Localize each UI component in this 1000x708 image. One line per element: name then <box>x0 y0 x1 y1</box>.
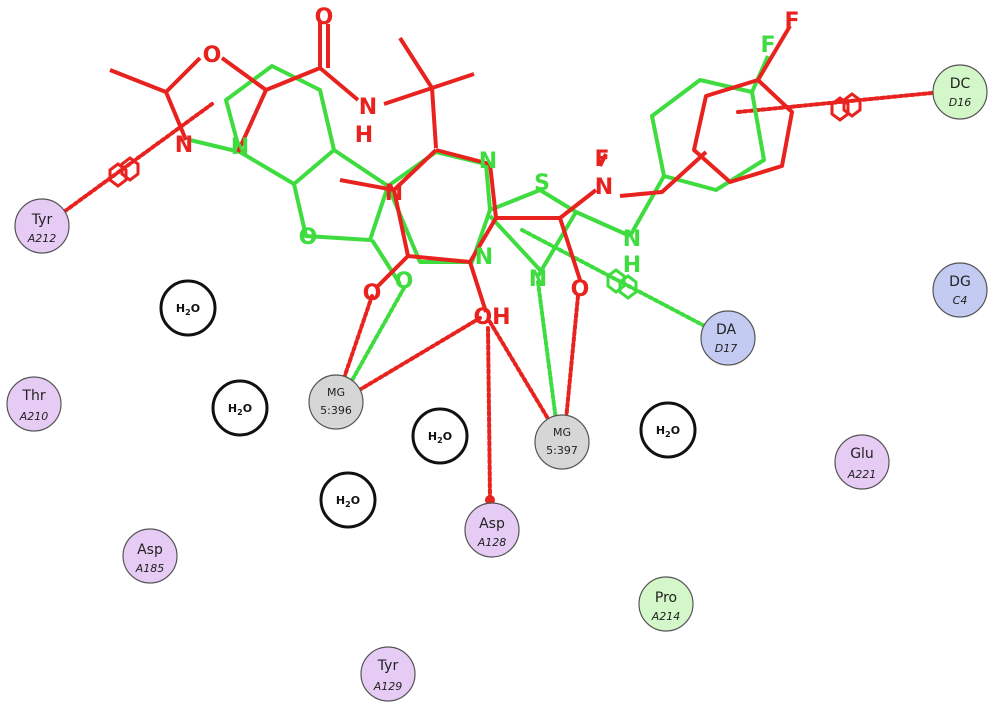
atom-o-mg-red: O <box>363 281 382 306</box>
water-3: H2O <box>411 407 469 465</box>
svg-text:Tyr: Tyr <box>377 658 399 674</box>
atom-n-center-red: N <box>385 181 403 206</box>
atom-o-ring: O <box>203 43 222 68</box>
coord-oh-mg396 <box>354 316 482 394</box>
atom-n-center-green: N <box>479 149 497 174</box>
residue-asp-a185: Asp A185 <box>122 528 178 584</box>
atom-oh-red: OH <box>473 305 510 330</box>
svg-text:Asp: Asp <box>137 542 163 558</box>
residue-tyr-a212: Tyr A212 <box>14 198 70 254</box>
water-molecules: H2O H2O H2O H2O H2O <box>159 279 697 529</box>
svg-text:MG: MG <box>553 426 571 439</box>
svg-text:H2O: H2O <box>228 402 252 417</box>
atom-f-red: F <box>784 9 799 34</box>
residue-da-d17: DA D17 <box>700 310 756 366</box>
svg-text:D16: D16 <box>949 96 971 109</box>
svg-text:A221: A221 <box>847 468 877 481</box>
svg-text:5:396: 5:396 <box>320 404 352 417</box>
atom-nh-h: H <box>355 123 373 148</box>
pi-interaction-tyr-a212 <box>48 102 214 224</box>
water-5: H2O <box>639 401 697 459</box>
svg-text:A129: A129 <box>373 680 403 693</box>
svg-text:Thr: Thr <box>21 388 45 404</box>
coord-o-mg396-green <box>348 286 406 386</box>
atom-s-green: S <box>534 171 550 196</box>
atom-f-green: F <box>760 33 775 58</box>
pi-ring-icon-da <box>606 268 638 300</box>
coord-oh-mg397 <box>488 320 552 424</box>
pi-ring-icon-tyr <box>108 156 140 188</box>
residue-dc-d16: DC D16 <box>932 64 988 120</box>
water-4: H2O <box>319 471 377 529</box>
svg-text:A210: A210 <box>19 410 49 423</box>
atom-n-right-red: N <box>595 175 613 200</box>
svg-text:MG: MG <box>327 386 345 399</box>
svg-text:Tyr: Tyr <box>31 212 53 228</box>
metal-mg-397: MG 5:397 <box>534 414 590 470</box>
atom-nh-green-h: H <box>623 253 641 278</box>
svg-text:DA: DA <box>716 322 737 338</box>
pi-ring-icons <box>108 92 862 300</box>
svg-text:A185: A185 <box>135 562 165 575</box>
svg-text:Pro: Pro <box>655 590 677 606</box>
svg-text:DG: DG <box>949 274 971 290</box>
atom-n-green-mid: N <box>475 245 493 270</box>
residue-dg-c4: DG C4 <box>932 262 988 318</box>
residue-asp-a128: Asp A128 <box>464 502 520 558</box>
residue-glu-a221: Glu A221 <box>834 434 890 490</box>
svg-text:Glu: Glu <box>850 446 874 462</box>
hbond-oh-asp-a128 <box>486 326 492 500</box>
svg-text:C4: C4 <box>953 294 968 307</box>
svg-text:A212: A212 <box>27 232 57 245</box>
svg-text:DC: DC <box>950 76 971 92</box>
residue-thr-a210: Thr A210 <box>6 376 62 432</box>
coord-n-mg397-green <box>536 280 558 422</box>
atom-labels-red: O O N H N N F F N O OH O <box>175 5 800 330</box>
atom-o-green-ring: O <box>299 225 318 250</box>
svg-text:H2O: H2O <box>176 302 200 317</box>
ligand-red <box>109 22 794 313</box>
atom-n-left-red: N <box>175 133 193 158</box>
atom-nh-n: N <box>359 95 377 120</box>
svg-text:H2O: H2O <box>428 430 452 445</box>
coord-o-mg396-red <box>340 294 374 386</box>
pi-interaction-dc-d16 <box>736 90 944 114</box>
pi-ring-icon-dc <box>830 92 862 122</box>
water-1: H2O <box>159 279 217 337</box>
residue-tyr-a129: Tyr A129 <box>360 646 416 702</box>
svg-text:5:397: 5:397 <box>546 444 578 457</box>
svg-text:D17: D17 <box>715 342 737 355</box>
svg-text:A128: A128 <box>477 536 507 549</box>
atom-nh-green-n: N <box>623 227 641 252</box>
atom-o-mg-green: O <box>395 269 414 294</box>
svg-text:H2O: H2O <box>656 424 680 439</box>
residue-pro-a214: Pro A214 <box>638 576 694 632</box>
atom-o-top: O <box>315 5 334 30</box>
water-2: H2O <box>211 379 269 437</box>
svg-text:A214: A214 <box>651 610 681 623</box>
svg-text:Asp: Asp <box>479 516 505 532</box>
atom-f-red-small: F <box>594 147 609 172</box>
atom-n-green-low: N <box>529 267 547 292</box>
svg-text:H2O: H2O <box>336 494 360 509</box>
atom-labels-green: N O N S F N H N N O <box>231 33 776 294</box>
atom-o-right-red: O <box>571 277 590 302</box>
coord-o-mg397-red <box>564 294 580 422</box>
atom-n-left-green: N <box>231 135 249 160</box>
ligand-green <box>189 55 770 286</box>
metal-mg-396: MG 5:396 <box>308 374 364 430</box>
